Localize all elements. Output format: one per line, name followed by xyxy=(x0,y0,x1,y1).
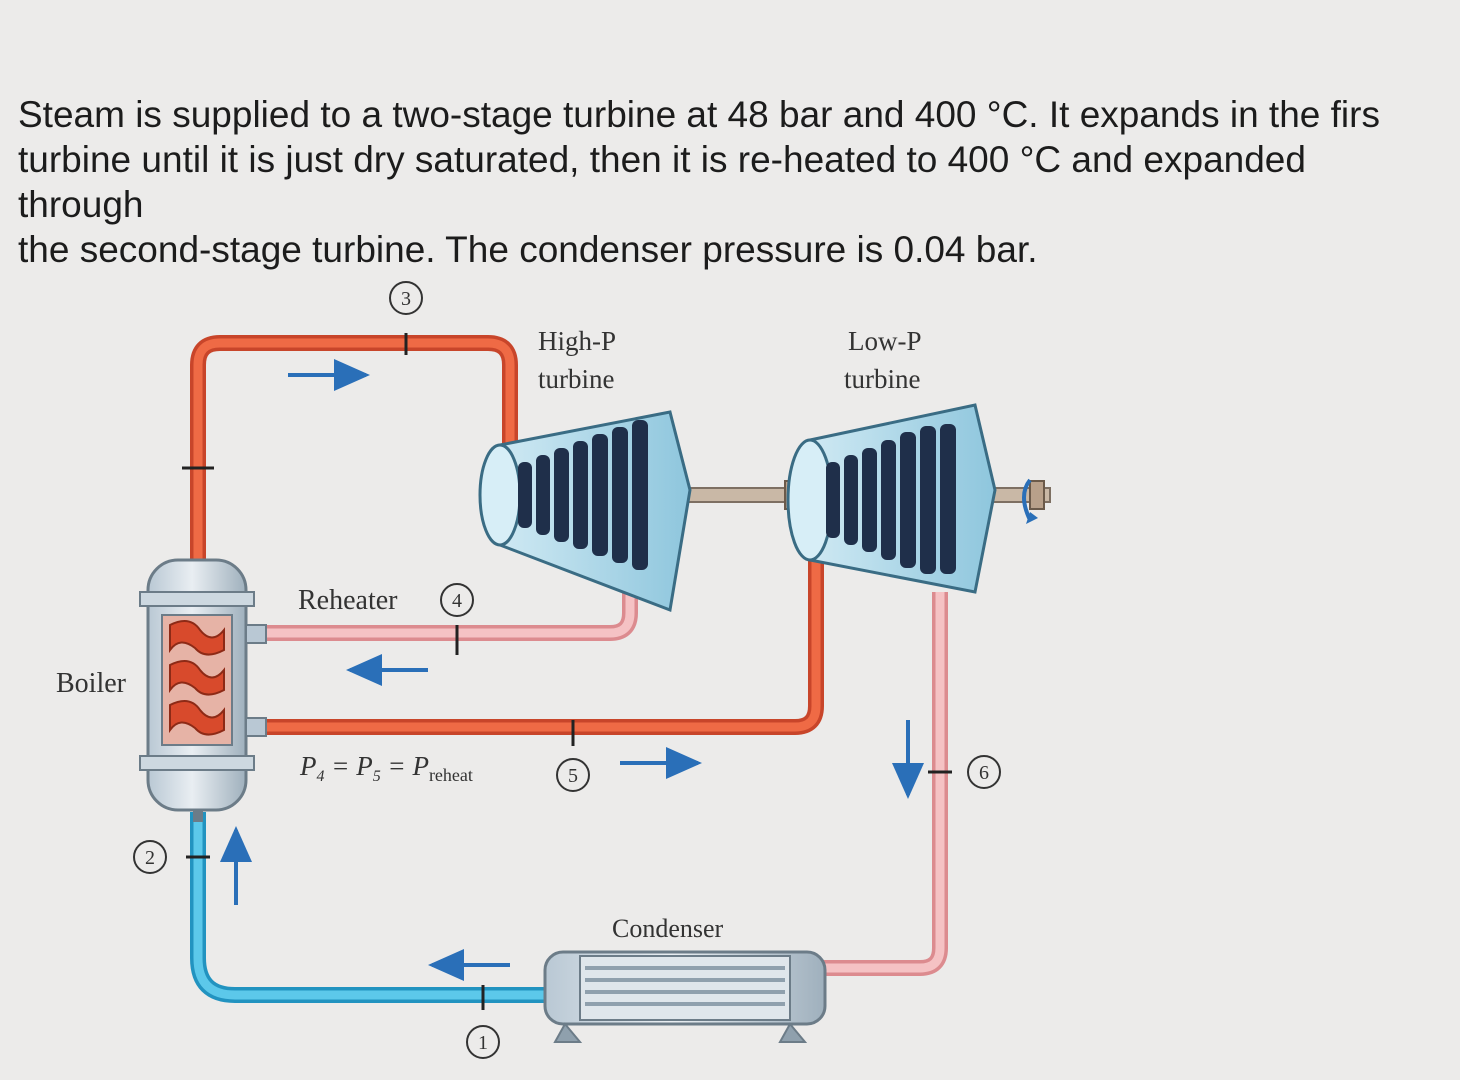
problem-line-2: turbine until it is just dry saturated, … xyxy=(18,139,1306,180)
pipe-main-steam xyxy=(190,335,518,560)
reheater-label: Reheater xyxy=(298,585,398,616)
state-point-3: 3 xyxy=(389,281,423,315)
hp-turbine xyxy=(478,410,692,613)
state-point-6: 6 xyxy=(967,755,1001,789)
pipe-feedwater xyxy=(190,812,545,1003)
state-point-4: 4 xyxy=(440,583,474,617)
lp-turbine-label-1: Low-P xyxy=(848,326,922,356)
rotation-icon xyxy=(1022,478,1038,524)
condenser-label: Condenser xyxy=(612,914,724,943)
pipe-reheated-steam xyxy=(262,555,824,735)
state-point-1: 1 xyxy=(466,1025,500,1059)
lp-turbine-label-2: turbine xyxy=(844,364,920,394)
hp-turbine-label-2: turbine xyxy=(538,364,614,394)
problem-line-4: the second-stage turbine. The condenser … xyxy=(18,229,1038,270)
problem-line-1: Steam is supplied to a two-stage turbine… xyxy=(18,94,1380,135)
lp-turbine-blades-icon xyxy=(826,424,956,574)
svg-text:2: 2 xyxy=(145,847,155,869)
boiler-coil-icon xyxy=(169,620,225,736)
pressure-relation: P4 = P5 = Preheat xyxy=(299,751,473,785)
pipe-reheat-return xyxy=(262,578,638,641)
boiler xyxy=(139,558,267,822)
svg-text:5: 5 xyxy=(568,765,578,787)
flow-arrows xyxy=(220,359,924,981)
problem-line-3: through xyxy=(18,184,144,225)
condenser xyxy=(543,950,827,1043)
lp-turbine xyxy=(786,403,997,594)
boiler-label: Boiler xyxy=(56,668,127,699)
svg-text:6: 6 xyxy=(979,762,989,784)
hp-turbine-label-1: High-P xyxy=(538,326,616,356)
svg-text:4: 4 xyxy=(452,590,462,612)
hp-turbine-blades-icon xyxy=(518,420,648,570)
svg-text:1: 1 xyxy=(478,1032,488,1054)
state-point-5: 5 xyxy=(556,758,590,792)
pipe-lp-exhaust xyxy=(820,592,948,976)
state-point-2: 2 xyxy=(133,840,167,874)
problem-statement: Steam is supplied to a two-stage turbine… xyxy=(18,92,1458,272)
state-point-ticks xyxy=(182,333,952,1010)
svg-text:3: 3 xyxy=(401,288,411,310)
